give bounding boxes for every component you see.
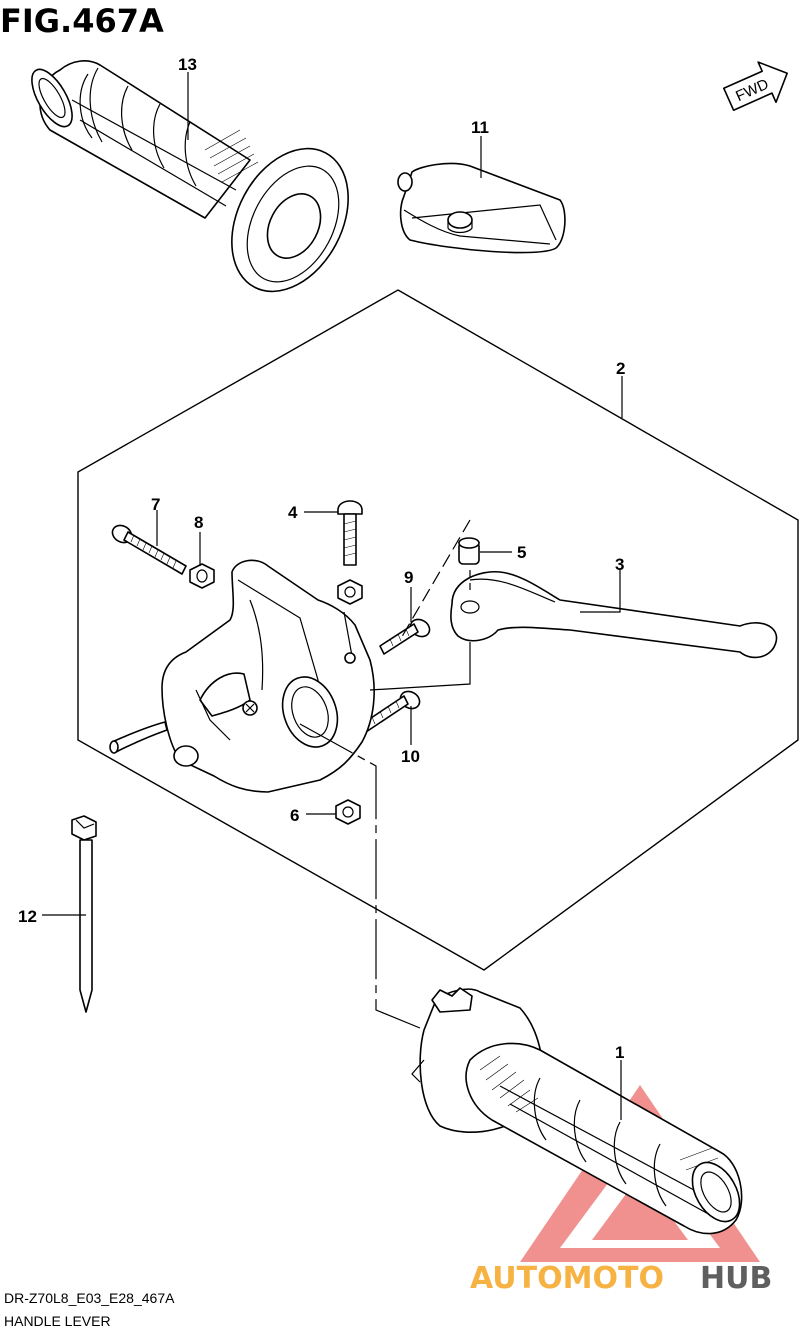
nut-6-part xyxy=(335,799,361,825)
callout-1: 1 xyxy=(615,1043,624,1062)
leader-lines xyxy=(42,72,623,1120)
figure-title: FIG.467A xyxy=(0,2,164,40)
callout-4: 4 xyxy=(288,503,298,522)
callout-6: 6 xyxy=(290,806,299,825)
cable-tie-12-part xyxy=(71,815,97,1013)
nut-8-part xyxy=(189,563,215,589)
callout-12: 12 xyxy=(18,907,37,926)
bolt-9-part xyxy=(379,618,431,655)
callout-10: 10 xyxy=(401,747,420,766)
callout-11: 11 xyxy=(471,118,489,137)
lever-holder-part xyxy=(109,559,375,793)
bolt-10-part xyxy=(361,690,421,733)
assembly-outline xyxy=(77,289,799,971)
callout-9: 9 xyxy=(404,568,413,587)
lever-cover-part xyxy=(397,162,566,254)
callout-7: 7 xyxy=(151,495,160,514)
bolt-7-part xyxy=(111,524,187,575)
callout-2: 2 xyxy=(616,359,625,378)
throttle-grip-1-part xyxy=(411,987,743,1235)
figure-code: DR-Z70L8_E03_E28_467A xyxy=(4,1290,175,1306)
collar-5-part xyxy=(458,537,480,565)
screw-4-part xyxy=(337,500,363,566)
left-grip-part xyxy=(31,60,349,293)
callout-13: 13 xyxy=(178,55,197,74)
watermark-text-b: HUB xyxy=(700,1261,772,1296)
figure-caption: HANDLE LEVER xyxy=(4,1313,111,1329)
washer-part xyxy=(337,579,363,605)
callout-3: 3 xyxy=(615,555,624,574)
clutch-lever-3-part xyxy=(450,570,778,659)
callout-5: 5 xyxy=(517,543,526,562)
watermark-text: AUTOMOTO HUB xyxy=(470,1261,772,1296)
callout-8: 8 xyxy=(194,513,203,532)
fwd-arrow-icon: FWD xyxy=(723,61,788,112)
watermark-text-a: AUTOMOTO xyxy=(470,1261,664,1296)
